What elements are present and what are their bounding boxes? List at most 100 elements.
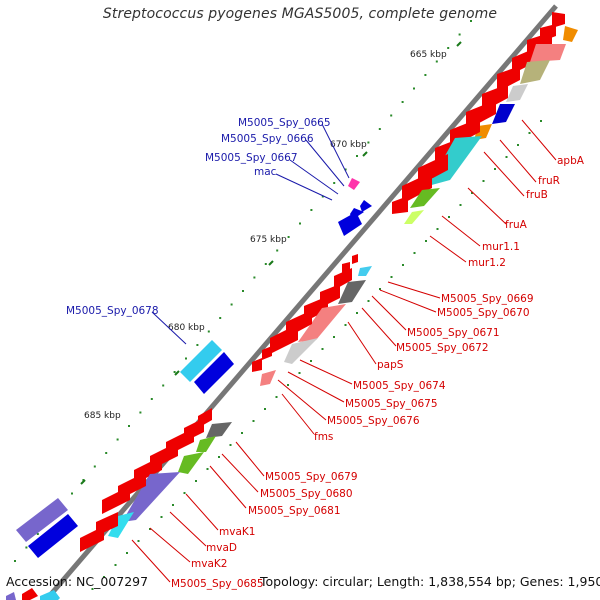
forward-strand-genes xyxy=(80,12,578,552)
gc-dot xyxy=(264,263,267,265)
tick-label: 670 kbp xyxy=(330,140,367,150)
gene-label: M5005_Spy_0674 xyxy=(353,380,446,392)
gene-label: fruR xyxy=(538,175,560,187)
gc-dot xyxy=(36,533,39,535)
gene-feature xyxy=(16,498,68,542)
gc-dot xyxy=(126,552,128,554)
gene-label: M5005_Spy_0666 xyxy=(221,133,314,145)
gene-feature xyxy=(80,526,104,552)
gc-dot xyxy=(91,588,94,590)
gene-feature xyxy=(358,266,372,276)
gc-dot xyxy=(482,180,485,182)
genome-backbone xyxy=(44,4,558,600)
gc-dot xyxy=(299,222,301,225)
gene-label: M5005_Spy_0680 xyxy=(260,488,353,500)
blue-leaders xyxy=(151,123,350,345)
gc-dot xyxy=(505,156,508,158)
gene-feature xyxy=(402,172,432,204)
gc-dot xyxy=(149,528,151,530)
gene-feature xyxy=(122,472,180,522)
gene-feature xyxy=(206,422,232,438)
gene-feature xyxy=(270,324,298,354)
red-gene-labels: apbA fruR fruB fruA mur1.1 mur1.2 M5005_… xyxy=(171,155,585,590)
gene-feature xyxy=(506,84,528,102)
gene-feature xyxy=(6,592,16,600)
genome-title: Streptococcus pyogenes MGAS5005, complet… xyxy=(102,6,498,22)
gene-label: mvaK1 xyxy=(219,526,255,538)
gene-label: M5005_Spy_0676 xyxy=(327,415,420,427)
gc-dot xyxy=(424,74,427,76)
gc-dot xyxy=(137,540,140,542)
gene-label: fruB xyxy=(526,189,548,201)
gc-dot xyxy=(333,336,335,338)
gene-feature xyxy=(348,178,360,190)
gc-dot xyxy=(310,209,313,211)
gene-label: M5005_Spy_0675 xyxy=(345,398,438,410)
gc-dot xyxy=(241,432,243,434)
gc-dot xyxy=(114,564,117,566)
tick-mark xyxy=(456,41,462,47)
gc-dot xyxy=(528,132,531,134)
gene-feature xyxy=(428,136,482,186)
gc-dot xyxy=(160,516,163,518)
gene-feature xyxy=(352,254,358,264)
gc-dot xyxy=(219,317,222,319)
gc-dot xyxy=(230,303,233,306)
gene-feature xyxy=(298,304,346,342)
gc-dot xyxy=(252,420,255,422)
tick-label: 685 kbp xyxy=(84,411,121,421)
tick-mark xyxy=(268,260,274,266)
gene-label: mur1.1 xyxy=(482,241,520,253)
gc-dot xyxy=(413,87,415,90)
gene-feature xyxy=(410,188,440,208)
gene-feature xyxy=(108,512,134,538)
blue-gene-labels: M5005_Spy_0665 M5005_Spy_0666 M5005_Spy_… xyxy=(66,117,331,317)
gene-label: apbA xyxy=(557,155,585,167)
gc-dot xyxy=(71,492,73,495)
gene-feature xyxy=(260,370,276,386)
gc-dot xyxy=(196,344,199,346)
gc-dot xyxy=(458,33,461,36)
gene-label: M5005_Spy_0672 xyxy=(396,342,489,354)
gc-dot xyxy=(195,480,197,482)
gc-dot xyxy=(185,357,187,360)
gc-dot xyxy=(162,384,165,387)
gc-dot xyxy=(172,504,174,506)
gene-feature xyxy=(102,486,130,514)
gc-dot xyxy=(356,312,358,314)
tick-mark xyxy=(174,370,180,376)
tick-label: 675 kbp xyxy=(250,235,287,245)
gc-track-inner xyxy=(91,120,542,590)
gene-label: M5005_Spy_0670 xyxy=(437,307,530,319)
gc-dot xyxy=(378,128,381,130)
gene-feature xyxy=(404,210,424,224)
gene-feature xyxy=(262,346,272,360)
gc-dot xyxy=(321,195,324,198)
gc-dot xyxy=(207,330,210,333)
gc-dot xyxy=(367,300,370,302)
gc-dot xyxy=(356,155,358,157)
bottom-edge-features xyxy=(6,588,60,600)
gc-dot xyxy=(218,456,220,458)
gene-label: M5005_Spy_0669 xyxy=(441,293,534,305)
gc-dot xyxy=(402,264,404,266)
gene-feature xyxy=(563,26,578,42)
gc-dot xyxy=(150,398,153,400)
gc-dot xyxy=(82,479,85,481)
gc-dot xyxy=(183,492,186,494)
gene-label: M5005_Spy_0679 xyxy=(265,471,358,483)
gene-feature xyxy=(492,104,515,124)
gc-dot xyxy=(321,348,324,350)
gc-dot xyxy=(310,360,312,362)
gc-dot xyxy=(276,249,279,252)
gene-feature xyxy=(196,436,216,452)
gc-track-outer xyxy=(14,20,472,562)
gene-feature xyxy=(360,200,372,212)
gc-dot xyxy=(287,236,290,238)
gc-dot xyxy=(344,168,347,171)
gene-feature xyxy=(392,196,408,214)
gene-label: M5005_Spy_0685 xyxy=(171,578,264,590)
gc-dot xyxy=(367,141,370,144)
gene-label: mur1.2 xyxy=(468,257,506,269)
